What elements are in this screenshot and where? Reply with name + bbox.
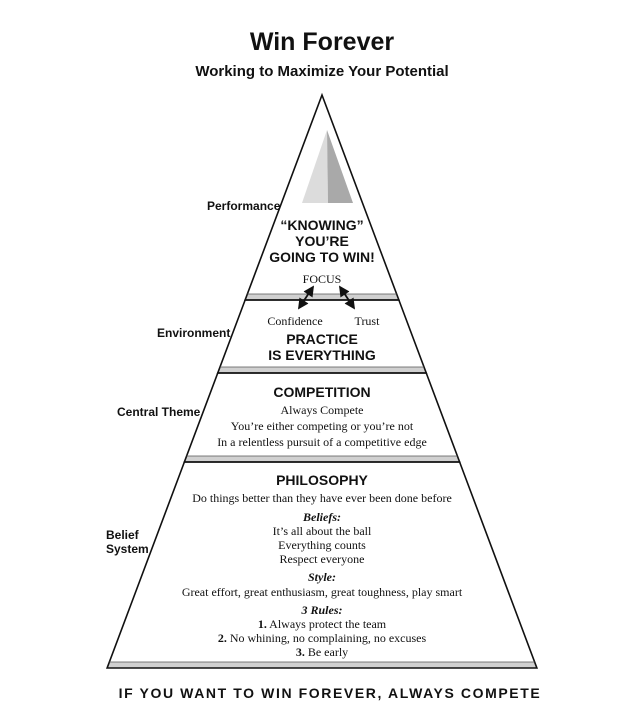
label-central-theme: Central Theme: [117, 405, 201, 419]
page-title: Win Forever: [250, 28, 395, 56]
rule-item: 2. No whining, no complaining, no excuse…: [218, 631, 427, 645]
central-line: In a relentless pursuit of a competitive…: [217, 435, 427, 449]
rule-item: 1. Always protect the team: [258, 617, 387, 631]
peak-icon-left-face: [302, 130, 328, 203]
performance-line3: GOING TO WIN!: [269, 249, 375, 265]
central-heading: COMPETITION: [273, 384, 370, 400]
performance-line2: YOU’RE: [295, 233, 349, 249]
environment-line1: PRACTICE: [286, 331, 358, 347]
tier-central-theme-shelf: [184, 456, 460, 462]
label-environment: Environment: [157, 326, 230, 340]
confidence-label: Confidence: [267, 314, 322, 328]
tier-belief-system-shelf: [107, 662, 537, 668]
central-line: You’re either competing or you’re not: [231, 419, 414, 433]
tier-environment-shelf: [217, 367, 427, 373]
rule-item: 3. Be early: [296, 645, 348, 659]
trust-label: Trust: [355, 314, 381, 328]
philosophy-heading: PHILOSOPHY: [276, 472, 368, 488]
label-belief-system-2: System: [106, 542, 149, 556]
beliefs-label: Beliefs:: [302, 510, 341, 524]
tier-belief-system: [105, 461, 539, 669]
footer-slogan: IF YOU WANT TO WIN FOREVER, ALWAYS COMPE…: [119, 685, 542, 701]
philosophy-intro: Do things better than they have ever bee…: [192, 491, 452, 505]
belief-item: Respect everyone: [280, 552, 365, 566]
style-label: Style:: [308, 570, 336, 584]
label-belief-system-1: Belief: [106, 528, 140, 542]
belief-item: Everything counts: [278, 538, 366, 552]
arrow-focus-confidence: [298, 285, 314, 310]
belief-item: It’s all about the ball: [273, 524, 372, 538]
page-subtitle: Working to Maximize Your Potential: [195, 63, 448, 80]
focus-label: FOCUS: [303, 272, 342, 286]
peak-icon-right-face: [327, 130, 353, 203]
style-text: Great effort, great enthusiasm, great to…: [182, 585, 463, 599]
tier-performance-shelf: [245, 294, 399, 300]
rules-label: 3 Rules:: [300, 603, 342, 617]
label-performance: Performance: [207, 199, 281, 213]
arrow-focus-trust: [339, 285, 355, 310]
performance-line1: “KNOWING”: [280, 217, 363, 233]
central-line: Always Compete: [281, 403, 364, 417]
environment-line2: IS EVERYTHING: [268, 347, 376, 363]
